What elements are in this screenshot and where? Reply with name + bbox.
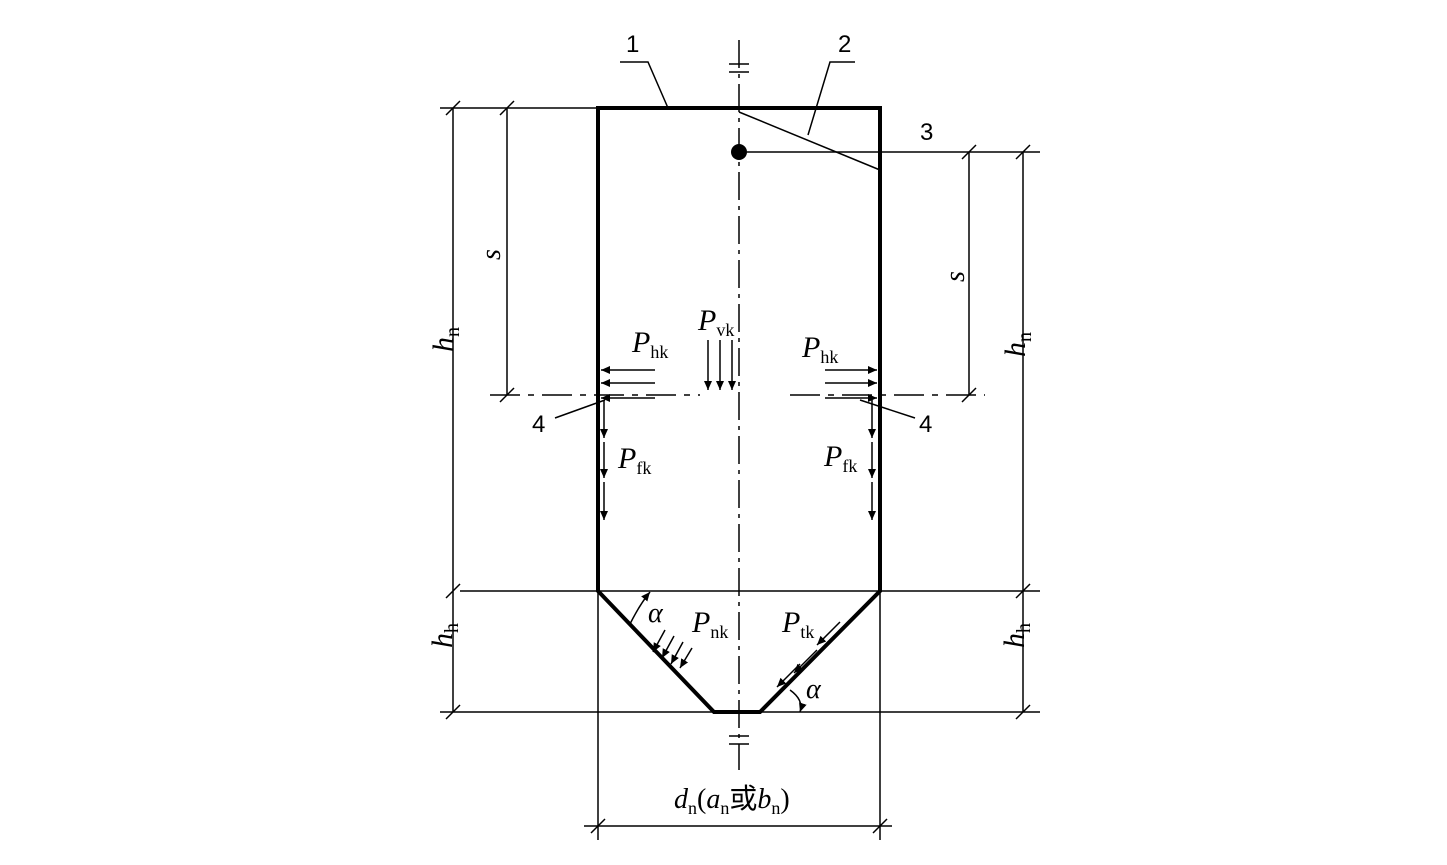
- callout-4-right: 4: [919, 411, 932, 438]
- tangential-pressure-arrows-hopper: [776, 621, 841, 688]
- horizontal-pressure-arrows-left: [601, 366, 655, 402]
- normal-pressure-arrows-hopper: [652, 629, 693, 669]
- break-mark-top: [729, 63, 749, 73]
- right-dimensions: [760, 144, 1040, 720]
- label-p-hk-left: Phk: [631, 326, 668, 362]
- bottom-width-dimension: [584, 591, 892, 840]
- label-alpha-left: α: [648, 598, 664, 629]
- dim-hh-left: hh: [426, 623, 463, 648]
- label-p-vk: Pvk: [697, 304, 734, 340]
- callout-2-leader: [807, 61, 855, 136]
- callout-4-left: 4: [532, 411, 545, 438]
- dim-width-label: dn(an或bn): [674, 783, 790, 818]
- material-surface-line: [738, 111, 881, 171]
- label-p-hk-right: Phk: [801, 331, 838, 367]
- dim-s-right: s: [940, 271, 971, 282]
- dim-hh-right: hh: [998, 623, 1035, 648]
- label-p-fk-left: Pfk: [617, 442, 651, 478]
- dim-s-left: s: [476, 249, 507, 260]
- callout-3: 3: [920, 119, 933, 146]
- label-p-tk: Ptk: [781, 606, 814, 642]
- hopper-angle-arcs: [629, 591, 807, 713]
- left-dimensions: [440, 100, 714, 720]
- break-mark-bottom: [729, 735, 749, 745]
- label-p-nk: Pnk: [691, 606, 728, 642]
- dim-hn-right: hn: [999, 332, 1036, 357]
- callout-2: 2: [838, 31, 851, 58]
- callout-4-right-leader: [859, 399, 916, 419]
- label-p-fk-right: Pfk: [823, 440, 857, 476]
- vertical-pressure-arrows: [704, 340, 736, 390]
- callout-4-left-leader: [554, 399, 606, 419]
- surface-centroid-point: [731, 144, 747, 160]
- callout-1-leader: [620, 61, 669, 109]
- dim-hn-left: hn: [427, 327, 464, 352]
- callout-1: 1: [626, 31, 639, 58]
- label-alpha-right: α: [806, 674, 822, 705]
- horizontal-pressure-arrows-right: [825, 366, 877, 402]
